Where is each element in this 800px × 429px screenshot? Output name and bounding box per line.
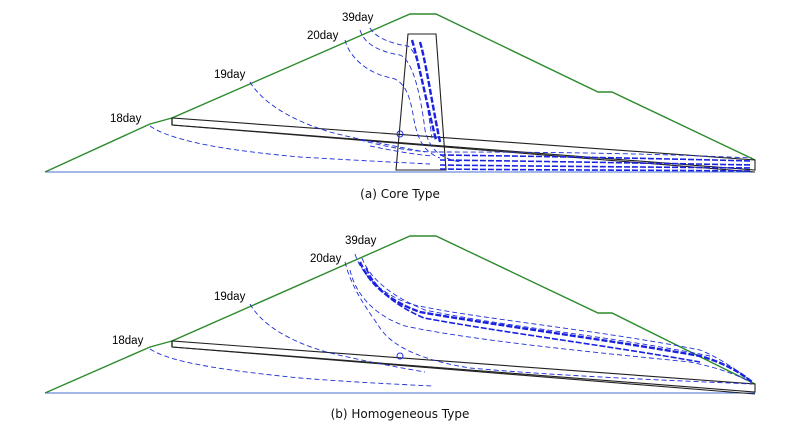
drain-line-4	[439, 168, 753, 172]
wetting-front-18day	[149, 125, 431, 165]
label-39day: 39day	[342, 12, 374, 24]
drain-line-1	[439, 154, 753, 162]
panel-core: 39day 20day 19day 18day (a) Core Type	[44, 12, 756, 201]
core-marker	[396, 352, 404, 360]
wetting-front-39day-c	[349, 269, 753, 384]
label-19day: 19day	[214, 291, 246, 303]
dam-outline	[44, 235, 756, 394]
label-20day: 20day	[307, 30, 339, 42]
caption-core: (a) Core Type	[360, 187, 440, 201]
inclined-layer	[171, 117, 756, 171]
wetting-front-20day	[344, 261, 753, 385]
inclined-layer-lower	[171, 124, 756, 173]
label-18day: 18day	[112, 335, 144, 347]
core-marker	[396, 130, 404, 138]
label-39day: 39day	[345, 235, 377, 247]
drain-line-3	[439, 164, 753, 169]
core-seepage-heavy	[410, 39, 438, 141]
dam-outline	[44, 13, 756, 173]
upstream-seep-line-2	[369, 145, 433, 157]
wetting-front-18day	[149, 348, 433, 387]
caption-homogeneous: (b) Homogeneous Type	[331, 407, 470, 421]
wetting-front-39day-b	[361, 257, 711, 357]
wetting-front-39day-a	[354, 253, 753, 383]
core-seepage-heavy-2	[418, 41, 442, 143]
homogeneous-seepage-heavy	[358, 261, 753, 383]
label-20day: 20day	[310, 253, 342, 265]
inclined-layer-lower	[171, 346, 756, 395]
wetting-front-39day-a	[359, 29, 461, 163]
label-18day: 18day	[110, 113, 142, 125]
homogeneous-seepage-heavy-2	[365, 267, 701, 363]
label-19day: 19day	[214, 69, 246, 81]
upstream-seep-line	[359, 139, 753, 159]
drain-line-2	[439, 159, 753, 166]
panel-homogeneous: 39day 20day 19day 18day (b) Homogeneous …	[44, 235, 756, 421]
core-outline	[395, 33, 447, 171]
wetting-front-20day	[344, 39, 441, 159]
inclined-layer	[171, 340, 756, 393]
wetting-front-19day	[249, 81, 426, 153]
wetting-front-19day	[249, 303, 426, 373]
